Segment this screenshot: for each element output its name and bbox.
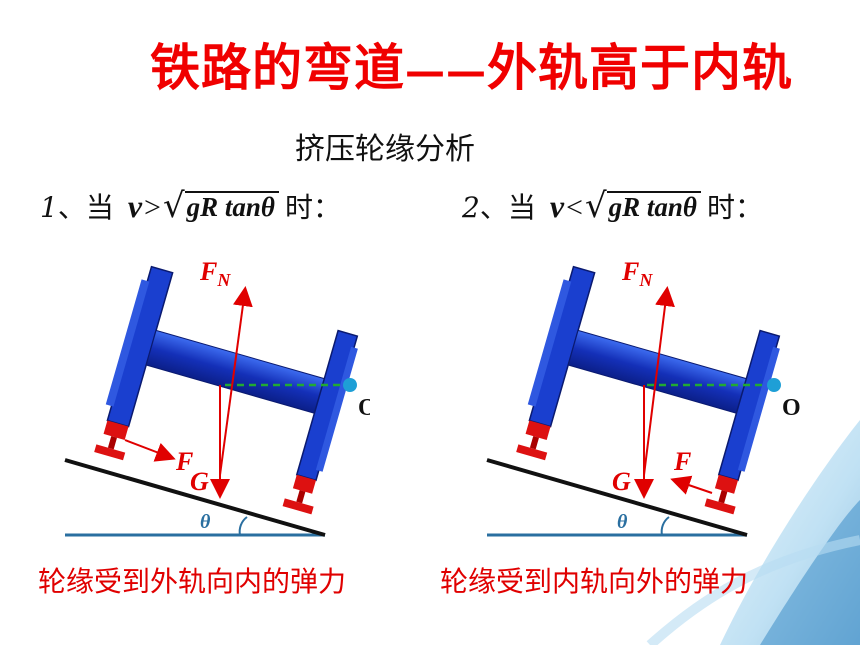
left-rail-top	[525, 420, 551, 440]
center-dot	[343, 378, 357, 392]
condition-number: 2	[462, 191, 480, 224]
flange-force-label: F	[673, 447, 691, 476]
left-rail-base	[94, 444, 126, 461]
left-rail-web	[107, 436, 117, 450]
center-label: O	[782, 395, 801, 421]
angle-label: θ	[200, 511, 211, 533]
left-rail-web	[529, 436, 539, 450]
caption-1: 轮缘受到外轨向内的弹力	[38, 565, 347, 598]
normal-force-arrow	[643, 286, 675, 476]
sqrt-expression: √ gR tanθ	[585, 189, 701, 223]
right-rail-web	[718, 490, 728, 504]
condition-2: 2 、当 v < √ gR tanθ 时：	[462, 186, 763, 226]
track-line	[64, 458, 326, 537]
diagram-2: O FN G F θ	[486, 257, 801, 537]
subtitle: 挤压轮缘分析	[295, 132, 475, 167]
gravity-label: G	[190, 467, 209, 496]
right-rail-base	[704, 498, 736, 515]
condition-sep: 、当	[57, 191, 114, 224]
right-wheel-rim	[737, 346, 780, 472]
condition-tail: 时：	[706, 191, 763, 224]
angle-arc	[238, 516, 248, 536]
page-title: 铁路的弯道——外轨高于内轨	[150, 28, 793, 100]
sqrt-sign: √	[162, 186, 185, 226]
radicand: gR tanθ	[606, 191, 701, 223]
center-dot	[767, 378, 781, 392]
sqrt-sign: √	[584, 186, 607, 226]
gravity-label: G	[612, 467, 631, 496]
diagram-1: O FN G F θ	[64, 257, 370, 537]
condition-1: 1 、当 v > √ gR tanθ 时：	[40, 186, 341, 226]
flange-force-label: F	[175, 447, 193, 476]
normal-force-label: FN	[199, 257, 231, 290]
wheelset	[94, 265, 359, 515]
title-rest: 外轨高于内轨	[487, 39, 793, 97]
condition-sep: 、当	[479, 191, 536, 224]
title-dash: ——	[405, 49, 487, 95]
title-main: 铁路的弯道	[150, 39, 405, 97]
right-rail-base	[282, 498, 314, 515]
comparison-op: <	[566, 191, 583, 224]
right-rail-web	[296, 490, 306, 504]
angle-arc	[660, 516, 670, 536]
right-rail-top	[714, 474, 738, 494]
velocity-var: v	[127, 188, 143, 224]
radicand: gR tanθ	[184, 191, 279, 223]
flange-force-arrow	[670, 475, 713, 495]
condition-number: 1	[40, 191, 58, 224]
left-wheel-rim	[105, 279, 150, 407]
wheelset	[516, 265, 781, 515]
condition-tail: 时：	[284, 191, 341, 224]
velocity-var: v	[549, 188, 565, 224]
sqrt-expression: √ gR tanθ	[163, 189, 279, 223]
angle-label: θ	[617, 511, 628, 533]
left-rail-top	[103, 420, 129, 440]
center-label: O	[358, 395, 370, 421]
comparison-op: >	[144, 191, 161, 224]
right-rail-top	[292, 474, 316, 494]
right-wheel-rim	[315, 346, 358, 472]
normal-force-arrow	[219, 286, 253, 476]
flange-force-arrow	[124, 439, 176, 462]
normal-force-label: FN	[621, 257, 653, 290]
left-rail-base	[516, 444, 548, 461]
track-line	[486, 458, 748, 537]
caption-2: 轮缘受到内轨向外的弹力	[440, 565, 749, 598]
left-wheel-rim	[527, 279, 572, 407]
